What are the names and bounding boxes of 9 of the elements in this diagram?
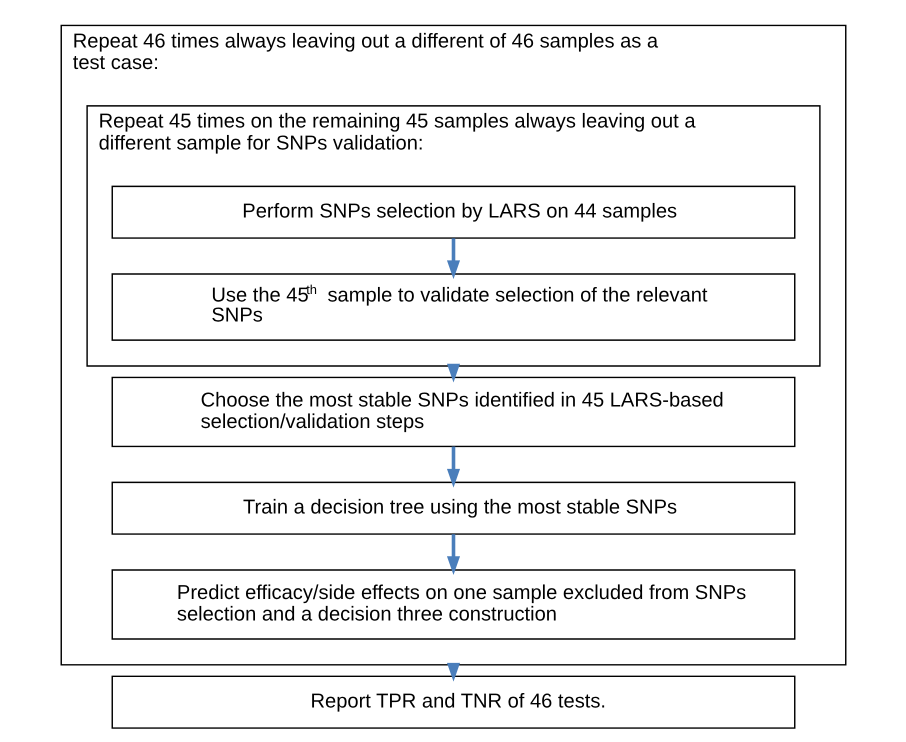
arrow: [446, 446, 460, 488]
arrow: [446, 534, 460, 575]
node-box: Train a decision tree using the most stable SNPs: [111, 482, 795, 535]
node-box: Use the 45$^{th}$ sample to validate selection of the relevant SNPs: [111, 273, 795, 341]
node-box: Choose the most stable SNPs identified in 45 LARS-based selection/validation steps: [111, 376, 795, 448]
node-box: Perform SNPs selection by LARS on 44 samples: [111, 186, 795, 239]
node-box: Report TPR and TNR of 46 tests.: [111, 676, 795, 729]
node-box: Predict efficacy/side effects on one sample excluded from SNPs selection and a decision three construction: [111, 569, 795, 640]
arrow: [446, 238, 460, 280]
